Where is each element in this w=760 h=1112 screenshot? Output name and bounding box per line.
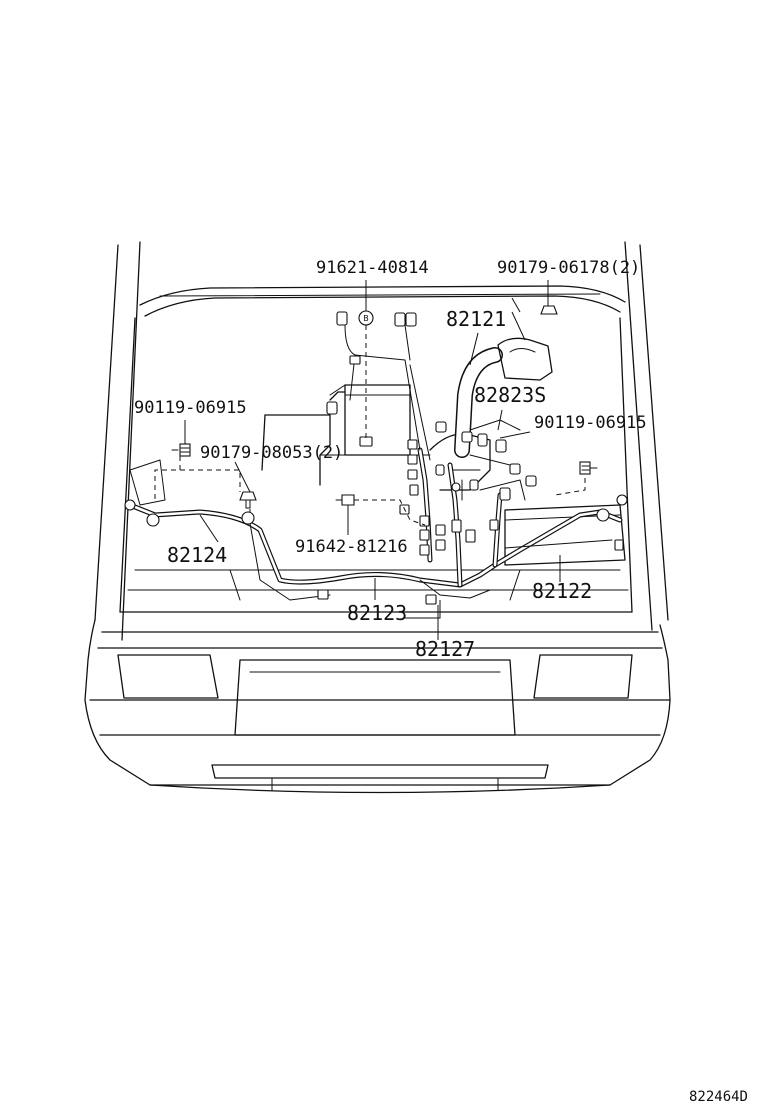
clamp-icon	[239, 491, 257, 509]
part-labels: 91621-40814 90179-06178(2) 82121 82823S …	[134, 258, 647, 661]
drawing-code: 822464D	[689, 1089, 748, 1105]
label-82122: 82122	[532, 579, 592, 603]
hose-82121	[454, 337, 553, 458]
clip-b-marker: B	[358, 310, 374, 326]
nut-icon	[540, 299, 558, 315]
label-90119-06915-left: 90119-06915	[134, 398, 247, 418]
label-82121: 82121	[446, 307, 506, 331]
label-82123: 82123	[347, 601, 407, 625]
svg-text:B: B	[363, 314, 369, 323]
bolt-icon	[579, 461, 598, 475]
label-82823s: 82823S	[474, 383, 546, 407]
label-91642-81216: 91642-81216	[295, 537, 408, 557]
label-90179-06178: 90179-06178(2)	[497, 258, 640, 278]
label-90119-06915-right: 90119-06915	[534, 413, 647, 433]
connectors	[124, 311, 628, 605]
label-91621-40814: 91621-40814	[316, 258, 429, 278]
bolt-icon	[171, 443, 191, 457]
bolt-icon	[335, 494, 355, 506]
label-82124: 82124	[167, 543, 227, 567]
leader-lines	[154, 280, 586, 640]
vehicle-body-outline	[84, 241, 671, 794]
label-82127: 82127	[415, 637, 475, 661]
label-90179-08053: 90179-08053(2)	[200, 443, 343, 463]
